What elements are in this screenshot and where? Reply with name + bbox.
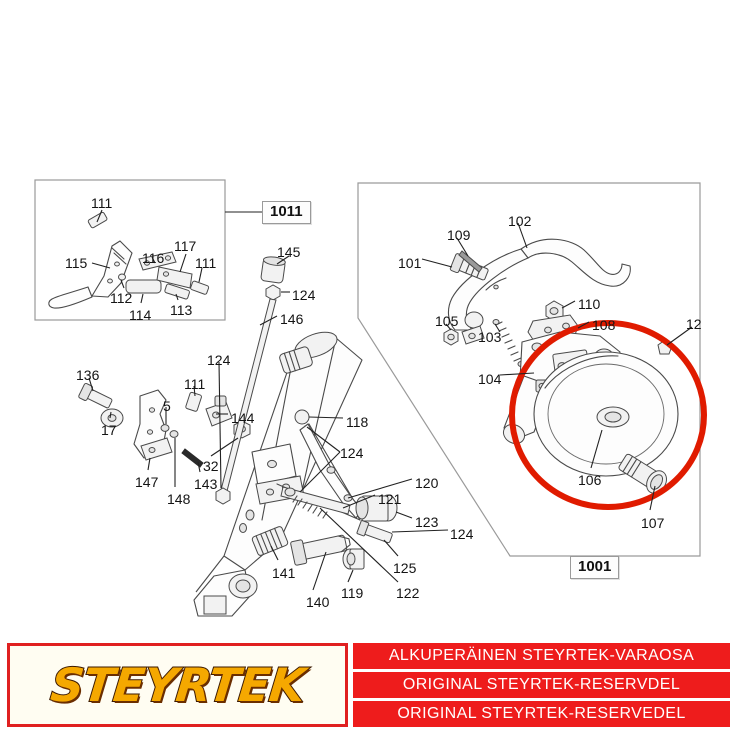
part-label-116: 116 [142, 250, 165, 266]
part-label-122: 122 [396, 585, 420, 601]
part-label-145: 145 [277, 244, 301, 260]
part-label-125: 125 [393, 560, 417, 576]
part-label-17: 17 [101, 422, 117, 438]
part-label-117: 117 [174, 238, 197, 254]
part-label-115: 115 [65, 255, 88, 271]
part-label-112: 112 [110, 290, 133, 306]
part-label-111: 111 [91, 195, 113, 211]
part-label-118: 118 [346, 414, 369, 430]
logo-inner-frame: STEYRTEK [10, 646, 345, 724]
part-label-5: 5 [163, 398, 171, 414]
banner-line-no: ORIGINAL STEYRTEK-RESERVEDEL [353, 701, 730, 727]
part-label-101: 101 [398, 255, 422, 271]
inset-1011-parts [48, 211, 210, 309]
part-label-124: 124 [450, 526, 474, 542]
part-label-114: 114 [129, 307, 152, 323]
main-column-assembly [193, 331, 398, 617]
part-label-144: 144 [231, 410, 255, 426]
part-label-109: 109 [447, 227, 471, 243]
part-label-107: 107 [641, 515, 665, 531]
part-label-136: 136 [76, 367, 100, 383]
highlight-circle [509, 320, 707, 510]
part-label-141: 141 [272, 565, 296, 581]
rod-146-assembly [215, 256, 286, 505]
part-label-143: 143 [194, 476, 218, 492]
part-label-32: 32 [203, 458, 219, 474]
banner-line-sv: ORIGINAL STEYRTEK-RESERVDEL [353, 672, 730, 698]
part-label-12: 12 [686, 316, 702, 332]
brake-assembly-1001 [443, 238, 707, 510]
steyrtek-logo: STEYRTEK [7, 643, 348, 727]
part-label-110: 110 [578, 296, 601, 312]
part-label-106: 106 [578, 472, 602, 488]
part-label-148: 148 [167, 491, 191, 507]
logo-wordmark: STEYRTEK [47, 657, 308, 713]
part-label-124: 124 [340, 445, 364, 461]
part-label-113: 113 [170, 302, 193, 318]
part-label-108: 108 [592, 317, 616, 333]
part-122-spring [292, 495, 328, 519]
part-label-140: 140 [306, 594, 330, 610]
part-label-120: 120 [415, 475, 439, 491]
part-label-102: 102 [508, 213, 532, 229]
part-label-123: 123 [415, 514, 439, 530]
language-banner-group: ALKUPERÄINEN STEYRTEK-VARAOSA ORIGINAL S… [353, 643, 730, 727]
part-label-105: 105 [435, 313, 459, 329]
part-label-104: 104 [478, 371, 502, 387]
banner-line-fi: ALKUPERÄINEN STEYRTEK-VARAOSA [353, 643, 730, 669]
assembly-group-1011: 1011 [262, 201, 311, 224]
part-114-spring [125, 279, 162, 294]
part-label-103: 103 [478, 329, 502, 345]
part-label-121: 121 [378, 491, 402, 507]
part-label-111: 111 [184, 376, 206, 392]
part-label-111: 111 [195, 255, 217, 271]
part-label-146: 146 [280, 311, 304, 327]
part-label-124: 124 [207, 352, 231, 368]
part-label-147: 147 [135, 474, 159, 490]
part-label-119: 119 [341, 585, 364, 601]
footer-branding-bar: STEYRTEK ALKUPERÄINEN STEYRTEK-VARAOSA O… [0, 641, 732, 732]
leader-lines [88, 209, 693, 591]
part-label-124: 124 [292, 287, 316, 303]
group-box-1011 [34, 179, 262, 321]
assembly-group-1001: 1001 [570, 556, 620, 579]
